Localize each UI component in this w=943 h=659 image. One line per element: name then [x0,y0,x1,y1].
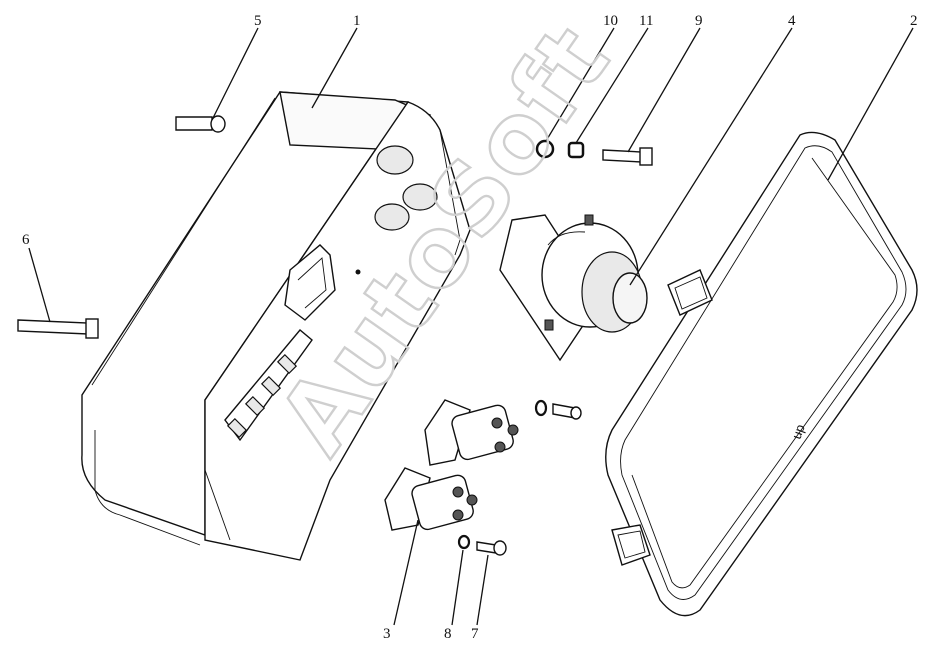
callout-2: 2 [910,13,918,29]
cover-marking: up [789,422,808,441]
callout-1: 1 [353,13,361,29]
part-6-bolt [17,318,99,339]
callout-8: 8 [444,626,452,642]
callout-4: 4 [788,13,796,29]
callout-3: 3 [383,626,391,642]
callout-11: 11 [639,13,653,29]
part-9-bolt [602,147,653,166]
leader-lines [28,27,914,626]
part-4-solenoid [499,214,648,362]
callout-10: 10 [603,13,618,29]
part-1-housing [81,91,471,561]
callout-5: 5 [254,13,262,29]
part-8-washer [457,534,471,550]
part-3-relay-upper [424,399,519,466]
washer-right [534,399,582,420]
callout-6: 6 [22,232,30,248]
part-7-screw [476,540,507,556]
part-3-relay-lower [384,467,478,531]
callout-numbers: 1 2 3 4 5 6 7 8 9 10 11 [22,13,918,642]
callout-9: 9 [695,13,703,29]
part-10-washer [535,139,555,159]
callout-7: 7 [471,626,479,642]
part-2-cover: up [605,131,918,617]
part-5-bolt [175,115,226,133]
